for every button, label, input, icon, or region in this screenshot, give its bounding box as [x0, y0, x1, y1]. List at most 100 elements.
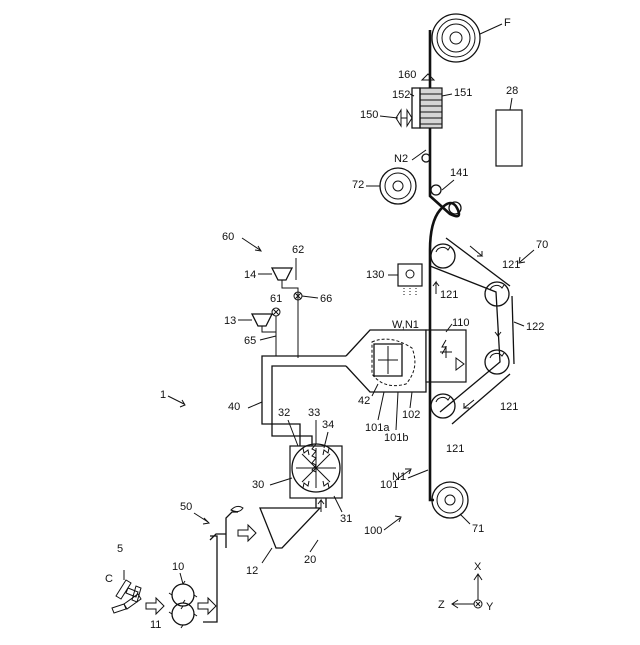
leader-150 — [380, 116, 398, 118]
arrow-50 — [194, 513, 208, 522]
leader-10 — [180, 573, 183, 584]
label-34: 34 — [322, 419, 334, 431]
label-72: 72 — [352, 179, 364, 191]
drum-spokes — [296, 448, 336, 488]
label-151: 151 — [454, 87, 472, 99]
label-62: 62 — [292, 244, 304, 256]
pipe-40-inner — [272, 366, 346, 446]
label-110: 110 — [452, 317, 470, 329]
label-30: 30 — [252, 479, 264, 491]
leader-151 — [442, 94, 452, 96]
label-65: 65 — [244, 335, 256, 347]
leader-101a — [378, 392, 384, 420]
label-71: 71 — [472, 523, 484, 535]
leader-20 — [310, 540, 318, 552]
pipe-40-outer — [262, 356, 346, 446]
raw-material-chips — [112, 580, 141, 613]
label-160: 160 — [398, 69, 416, 81]
supply-blade — [231, 506, 243, 511]
cartridge-13 — [252, 314, 272, 326]
feed-arrow-1 — [146, 598, 164, 614]
belt-dir-2 — [495, 324, 501, 336]
label-60: 60 — [222, 231, 234, 243]
label-14: 14 — [244, 269, 256, 281]
leader-n1 — [408, 470, 428, 478]
label-n2: N2 — [394, 153, 408, 165]
controller-28 — [496, 110, 522, 166]
sieve-101b — [372, 339, 415, 386]
axis-y-label: Y — [486, 601, 494, 613]
axis-x-label: X — [474, 561, 482, 573]
label-70: 70 — [536, 239, 548, 251]
crusher-rolls — [169, 581, 197, 628]
arrow-1 — [168, 396, 184, 404]
mesh-belt-top — [446, 238, 510, 286]
leader-42 — [372, 384, 378, 396]
label-40: 40 — [228, 401, 240, 413]
leader-71 — [460, 514, 470, 524]
label-100: 100 — [364, 525, 382, 537]
label-150: 150 — [360, 109, 378, 121]
leader-101b — [396, 392, 398, 430]
hopper-12 — [260, 508, 320, 548]
belt-dir-1 — [470, 246, 482, 256]
label-66: 66 — [320, 293, 332, 305]
label-130: 130 — [366, 269, 384, 281]
label-28: 28 — [506, 85, 518, 97]
cartridge-14 — [272, 268, 292, 280]
arrow-70 — [520, 250, 534, 262]
axis-z-label: Z — [438, 599, 445, 611]
roller-141b — [431, 185, 441, 195]
label-20: 20 — [304, 554, 316, 566]
label-121-a: 121 — [502, 259, 520, 271]
sensor-160 — [422, 74, 434, 80]
label-42: 42 — [358, 395, 370, 407]
roll-71 — [432, 482, 468, 518]
roller-121-d — [431, 394, 455, 418]
product-roll-f — [432, 14, 480, 62]
leader-65 — [260, 336, 276, 340]
leader-30 — [270, 478, 292, 485]
label-13: 13 — [224, 315, 236, 327]
label-141: 141 — [450, 167, 468, 179]
label-121-c: 121 — [500, 401, 518, 413]
tube-61 — [262, 326, 276, 356]
leader-12 — [262, 548, 272, 563]
label-152: 152 — [392, 89, 410, 101]
label-32: 32 — [278, 407, 290, 419]
belt-dir-4 — [433, 282, 439, 294]
leader-66 — [302, 296, 318, 298]
roll-72 — [380, 168, 416, 204]
leader-f — [480, 24, 502, 34]
feed-arrow-2 — [198, 598, 216, 614]
label-f: F — [504, 17, 511, 29]
arrow-100 — [384, 518, 400, 530]
humidifier-130 — [398, 264, 422, 286]
deposition-housing — [346, 330, 426, 392]
label-11: 11 — [150, 619, 161, 631]
leader-28 — [510, 98, 512, 110]
tube-62 — [282, 280, 298, 358]
mesh-belt-right — [512, 296, 514, 364]
roller-121-a — [431, 244, 455, 268]
heater-move-arrow-down — [404, 110, 412, 126]
label-50: 50 — [180, 501, 192, 513]
label-122: 122 — [526, 321, 544, 333]
label-n1: N1 — [392, 471, 406, 483]
leader-141 — [442, 180, 454, 190]
arrow-60 — [242, 238, 260, 250]
leader-122 — [514, 322, 524, 326]
label-w-n1: W,N1 — [392, 319, 419, 331]
label-10: 10 — [172, 561, 184, 573]
roller-121-c — [485, 350, 509, 374]
mist — [404, 288, 416, 296]
label-12: 12 — [246, 565, 258, 577]
duct-arrow — [318, 500, 324, 512]
leader-40 — [248, 402, 262, 408]
label-c: C — [105, 573, 113, 585]
label-31: 31 — [340, 513, 352, 525]
label-121-d: 121 — [446, 443, 464, 455]
supply-wall-upper — [226, 512, 238, 548]
